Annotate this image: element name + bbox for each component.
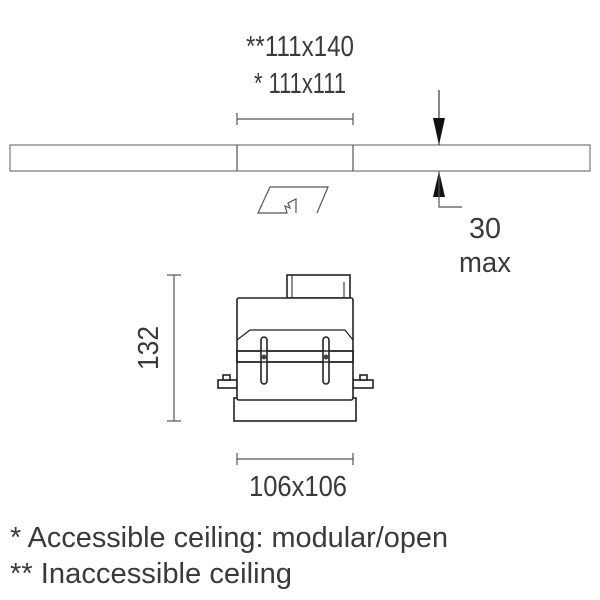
- note-inaccessible: ** Inaccessible ceiling: [10, 558, 292, 590]
- ceiling-section: [9, 144, 591, 172]
- thickness-arrows: [433, 90, 462, 208]
- fixture-dimension-line: [236, 453, 354, 465]
- height-label: 132: [133, 326, 165, 370]
- height-dimension-line: [167, 274, 181, 422]
- thickness-unit: max: [459, 247, 511, 279]
- cutout-symbol-icon: [257, 186, 329, 214]
- cutout-accessible-label: * 111x111: [254, 68, 346, 100]
- fixture-size-label: 106x106: [249, 471, 347, 503]
- fixture-drawing: [217, 274, 374, 422]
- cutout-dimension-line: [236, 113, 354, 125]
- cutout-inaccessible-label: **111x140: [246, 31, 354, 63]
- note-accessible: * Accessible ceiling: modular/open: [10, 522, 448, 554]
- thickness-value: 30: [469, 213, 501, 245]
